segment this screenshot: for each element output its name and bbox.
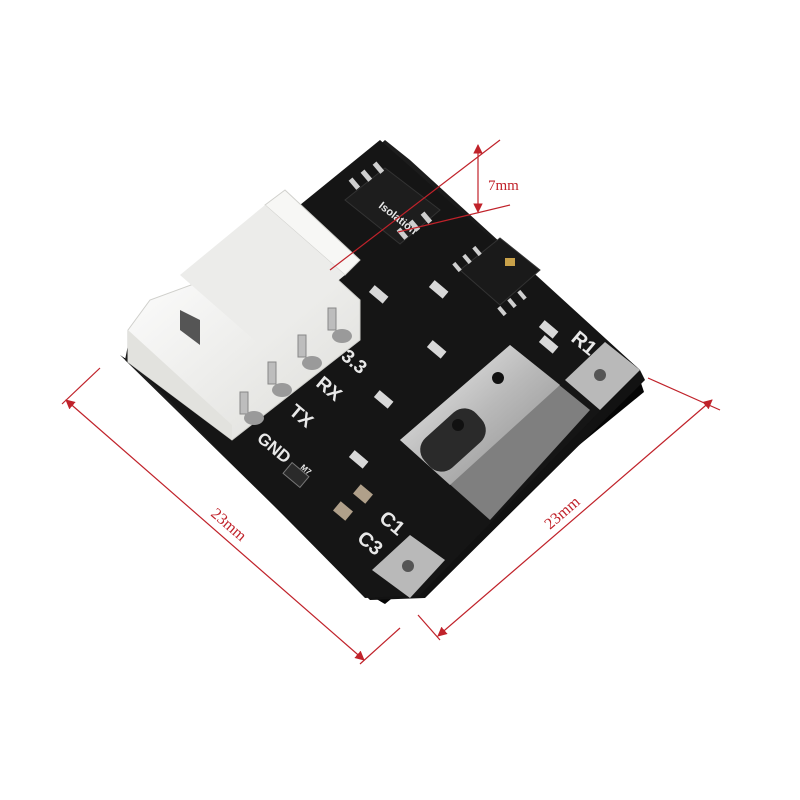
dimension-width xyxy=(61,367,401,665)
dimension-thickness xyxy=(329,139,511,271)
dimension-depth xyxy=(417,377,721,641)
pad-hole-c3 xyxy=(402,560,414,572)
interface-chip-pins xyxy=(452,245,527,317)
dimension-width-label: 23mm xyxy=(207,505,249,545)
dimension-thickness-label: 7mm xyxy=(488,178,519,194)
pad-hole-r1 xyxy=(594,369,606,381)
dimension-depth-label: 23mm xyxy=(541,493,583,533)
chip-pins-top xyxy=(348,161,433,240)
